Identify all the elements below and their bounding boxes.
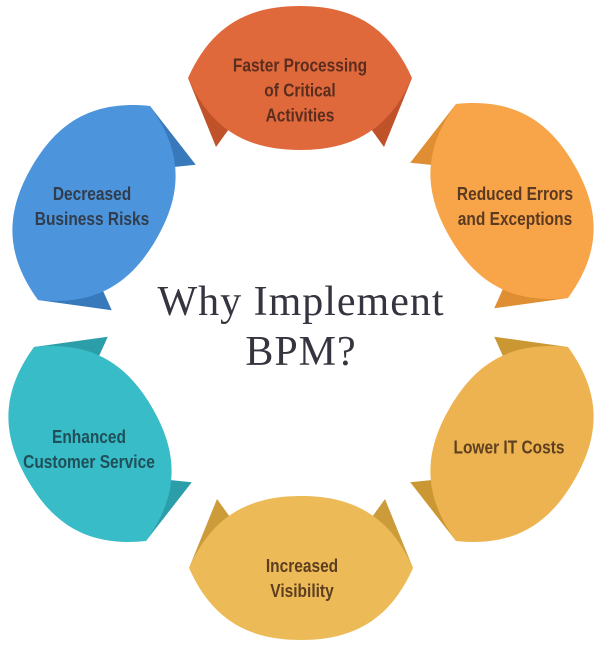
ribbon-lower-it-costs <box>393 311 600 577</box>
ribbon-enhanced-customer-service <box>0 311 209 577</box>
ribbon-body <box>0 311 209 577</box>
ribbon-reduced-errors <box>393 68 600 334</box>
ribbon-increased-visibility <box>189 496 413 640</box>
ribbon-decreased-business-risks <box>0 70 213 336</box>
ribbon-body <box>393 311 600 577</box>
ribbon-body <box>393 68 600 334</box>
ribbon-body <box>0 70 213 336</box>
ribbon-faster-processing <box>188 6 412 150</box>
